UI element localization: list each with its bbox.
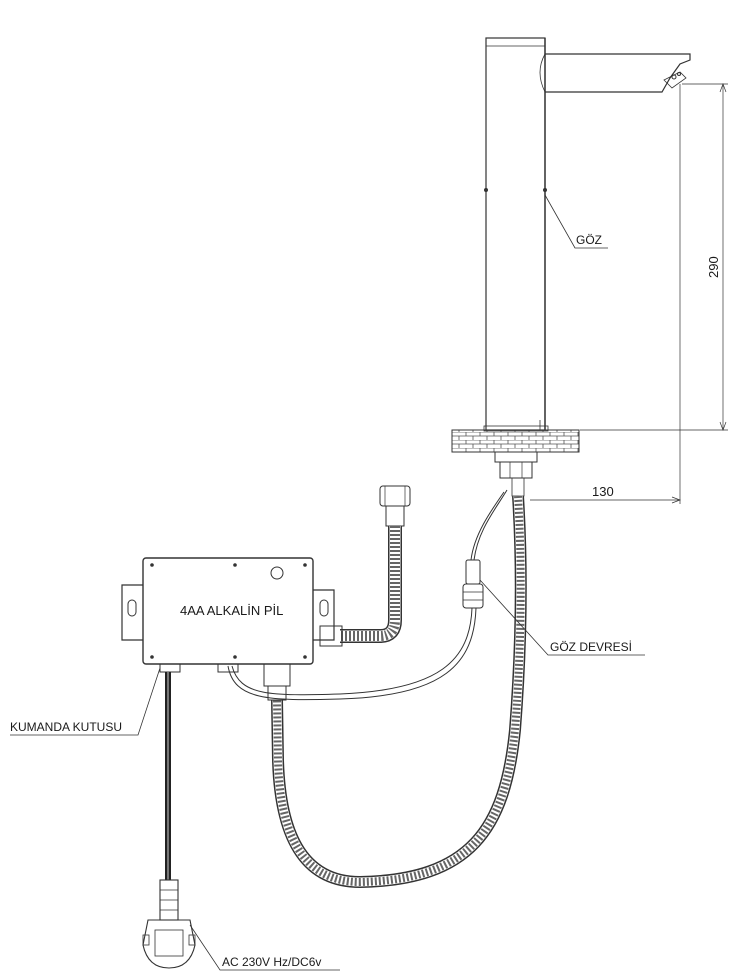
battery-label: 4AA ALKALİN PİL	[180, 603, 283, 618]
reach-dim-label: 130	[592, 484, 614, 499]
faucet-hose	[271, 495, 527, 889]
height-dim-label: 290	[706, 256, 721, 278]
height-dimension: 290	[580, 83, 728, 431]
control-box-leader: KUMANDA KUTUSU	[10, 667, 161, 736]
sensor-circuit-label: GÖZ DEVRESİ	[550, 640, 632, 654]
sensor-circuit-leader: GÖZ DEVRESİ	[479, 579, 645, 656]
sensor-wire	[227, 489, 508, 701]
power-label: AC 230V Hz/DC6v	[222, 955, 321, 969]
inlet-hose	[319, 485, 411, 647]
reach-dimension: 130	[530, 84, 681, 504]
control-box-label: KUMANDA KUTUSU	[10, 720, 122, 734]
faucet-body	[484, 37, 547, 431]
power-plug	[142, 879, 196, 969]
counter-surface	[451, 425, 580, 453]
power-leader: AC 230V Hz/DC6v	[189, 924, 340, 971]
sensor-leader: GÖZ	[544, 194, 608, 249]
sensor-label: GÖZ	[576, 233, 602, 247]
faucet-spout	[539, 53, 691, 93]
mounting-nut	[494, 451, 538, 497]
control-box: 4AA ALKALİN PİL	[121, 557, 335, 701]
